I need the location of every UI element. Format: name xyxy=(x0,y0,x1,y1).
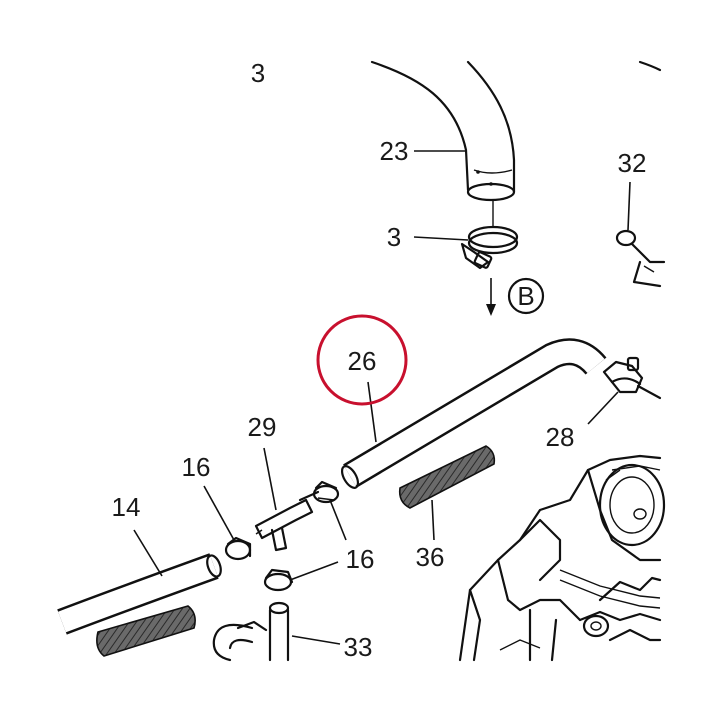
section-b-label: B xyxy=(517,281,534,311)
section-b-marker: B xyxy=(486,277,545,316)
t-connector-29 xyxy=(254,490,320,552)
leader-16-left xyxy=(203,485,235,541)
leader-3-clamp xyxy=(413,236,469,241)
label-part-3-top: 3 xyxy=(251,58,265,88)
label-part-14: 14 xyxy=(112,492,141,522)
label-part-26: 26 xyxy=(348,346,377,376)
label-part-3-clamp: 3 xyxy=(387,222,401,252)
clamp-16-right xyxy=(312,480,340,504)
label-part-16-right: 16 xyxy=(346,544,375,574)
clamp-3 xyxy=(460,200,519,270)
hose-23 xyxy=(370,60,516,202)
leader-16-right xyxy=(329,499,347,541)
label-part-36: 36 xyxy=(416,542,445,572)
hose-26 xyxy=(340,338,607,489)
clamp-lower xyxy=(263,568,294,592)
sleeve-36 xyxy=(398,445,496,509)
clamp-16-left xyxy=(224,536,252,561)
label-part-23: 23 xyxy=(380,136,409,166)
sleeve-lower-left xyxy=(96,605,196,657)
leader-36 xyxy=(431,499,435,541)
leader-16-lower xyxy=(289,561,339,581)
label-part-33: 33 xyxy=(344,632,373,662)
leader-28 xyxy=(587,391,619,425)
leader-26 xyxy=(367,381,377,443)
screw-32 xyxy=(615,181,666,288)
label-part-28: 28 xyxy=(546,422,575,452)
engine-block xyxy=(458,454,666,662)
leader-33 xyxy=(291,635,341,645)
hose-14 xyxy=(57,553,222,635)
clamp-28 xyxy=(602,356,662,400)
label-part-16-left: 16 xyxy=(182,452,211,482)
hose-33 xyxy=(212,601,290,662)
highlight-circle xyxy=(316,314,408,406)
label-part-32: 32 xyxy=(618,148,647,178)
leader-29 xyxy=(263,447,277,511)
leader-14 xyxy=(133,529,163,577)
label-part-29: 29 xyxy=(248,412,277,442)
hose-top-right-fragment xyxy=(638,60,662,72)
